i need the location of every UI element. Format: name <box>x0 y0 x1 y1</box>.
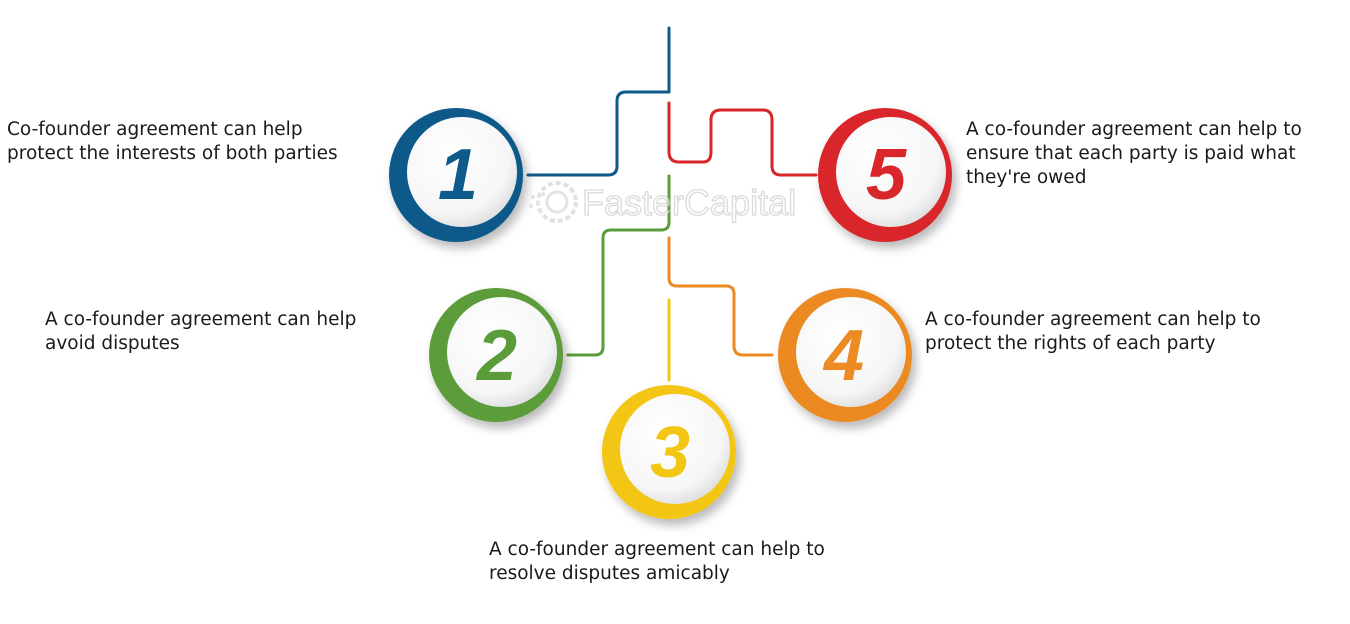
watermark: FasterCapital <box>529 181 797 224</box>
step-4-line-1: A co-founder agreement can help to <box>925 309 1261 330</box>
step-circle-3: 3 <box>602 385 736 519</box>
step-3-description: A co-founder agreement can help to resol… <box>489 538 825 586</box>
step-circle-2: 2 <box>429 288 563 422</box>
gear-logo-icon <box>529 181 578 223</box>
connector-red <box>667 101 818 177</box>
step-2-line-1: A co-founder agreement can help <box>45 309 357 330</box>
step-number-5: 5 <box>866 135 907 215</box>
step-5-line-1: A co-founder agreement can help to <box>966 119 1302 140</box>
step-number-3: 3 <box>650 413 690 493</box>
step-5-line-2: ensure that each party is paid what <box>966 143 1296 164</box>
step-5-line-3: they're owed <box>966 167 1087 188</box>
step-3-line-2: resolve disputes amicably <box>489 563 730 584</box>
step-number-2: 2 <box>475 316 517 396</box>
step-3-line-1: A co-founder agreement can help to <box>489 539 825 560</box>
step-circle-5: 5 <box>818 108 952 242</box>
step-5-description: A co-founder agreement can help to ensur… <box>966 118 1302 190</box>
connector-lines <box>526 26 818 382</box>
step-1-description: Co-founder agreement can help protect th… <box>7 118 338 166</box>
step-2-description: A co-founder agreement can help avoid di… <box>45 308 356 356</box>
step-number-1: 1 <box>438 135 478 215</box>
step-1-line-2: protect the interests of both parties <box>7 143 338 164</box>
step-4-description: A co-founder agreement can help to prote… <box>925 308 1261 356</box>
step-circle-4: 4 <box>778 288 912 422</box>
step-4-line-2: protect the rights of each party <box>925 333 1216 354</box>
step-number-4: 4 <box>822 316 864 396</box>
step-circle-1: 1 <box>389 108 523 242</box>
watermark-text: FasterCapital <box>582 182 796 223</box>
connector-orange <box>667 236 774 357</box>
step-2-line-2: avoid disputes <box>45 333 180 354</box>
step-1-line-1: Co-founder agreement can help <box>7 119 303 140</box>
connector-green <box>566 174 671 357</box>
connector-blue <box>526 26 671 177</box>
